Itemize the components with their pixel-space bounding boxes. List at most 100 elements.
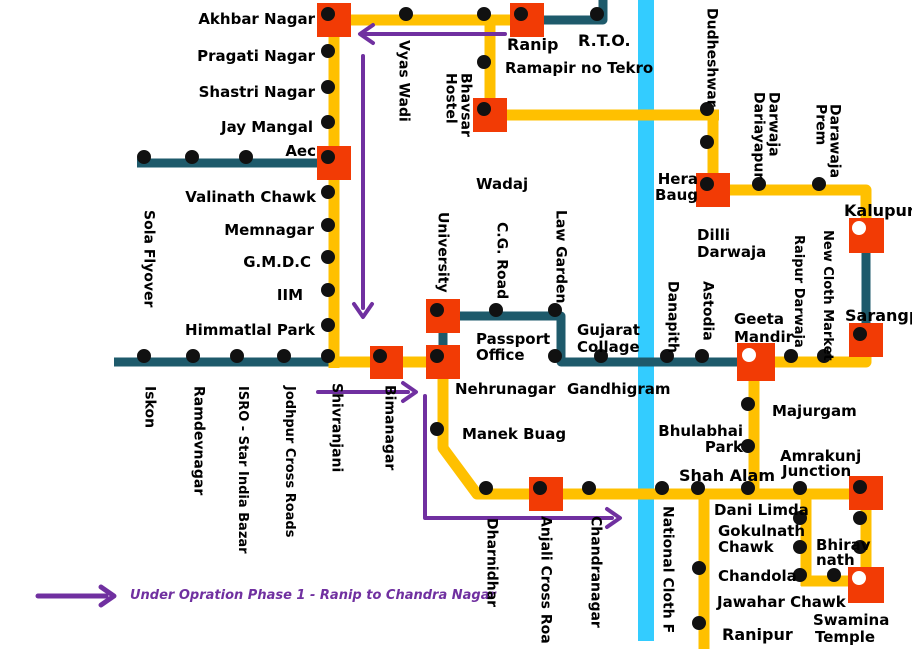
label-dharnidhar: Dharnidhar <box>483 518 500 608</box>
station-geeta-mandir <box>742 348 756 362</box>
legend-text: Under Opration Phase 1 - Ranip to Chandr… <box>130 587 496 603</box>
label-university: University <box>434 212 451 293</box>
label-pragati-nagar: Pragati Nagar <box>197 47 315 65</box>
label-new-cloth-market: New Cloth Market <box>820 230 836 361</box>
label-chandola: Chandola <box>718 567 797 585</box>
label-shah-alam: Shah Alam <box>679 466 776 486</box>
label-wadaj: Wadaj <box>476 175 529 193</box>
station-jawahar-chawk <box>793 568 807 582</box>
station-himmatlal-park <box>321 318 335 332</box>
station-pragati-nagar <box>321 44 335 58</box>
label-bimanagar: Bimanagar <box>381 385 398 471</box>
station-danapith <box>660 349 674 363</box>
station-university <box>430 303 444 317</box>
station-stop-east-4 <box>853 511 867 525</box>
label-hostel: Hostel <box>442 73 459 124</box>
station-ranipur <box>692 616 706 630</box>
label-astodia: Astodia <box>699 281 716 341</box>
station-swamina-temple <box>852 571 866 585</box>
arrow-shivranjani-right-head-icon <box>401 381 418 403</box>
station-nehrunagar <box>430 349 444 363</box>
station-stop-east-3 <box>827 568 841 582</box>
arrow-akhbar-down-head-icon <box>352 302 374 319</box>
label-anjali-cross-roa: Anjali Cross Roa <box>537 516 554 644</box>
station-bhavsar-hostel <box>477 102 491 116</box>
station-shastri-nagar <box>321 80 335 94</box>
label-geeta: Geeta <box>734 310 784 328</box>
line-yellow-dilli-row-kalupur <box>708 184 872 242</box>
label-nehrunagar: Nehrunagar <box>455 380 556 398</box>
station-ranip <box>514 7 528 21</box>
label-kalupur: Kalupur <box>844 201 912 221</box>
station-jodhpur-cross-roads <box>277 349 291 363</box>
station-dilli-darwaja <box>700 177 714 191</box>
station-chandola <box>692 561 706 575</box>
arrow-ranip-to-akhbar-head-icon <box>358 23 375 45</box>
label-baug: Baug <box>655 186 698 204</box>
label-gandhigram: Gandhigram <box>567 380 671 398</box>
label-temple: Temple <box>815 628 876 646</box>
station-aec-west-stop-2 <box>185 150 199 164</box>
station-kalupur <box>852 221 866 235</box>
label-iim: IIM <box>276 286 303 304</box>
label-bhavsar: Bhavsar <box>457 73 474 137</box>
label-himmatlal-park: Himmatlal Park <box>185 321 315 339</box>
station-bhulabhai-park <box>741 439 755 453</box>
station-iskon <box>137 349 151 363</box>
station-cg-road-passport-office <box>489 303 503 317</box>
arrow-to-chandra-nagar <box>423 394 614 520</box>
label-valinath-chawk: Valinath Chawk <box>185 188 316 206</box>
station-shivranjani <box>321 349 335 363</box>
label-gokulnath: Gokulnath <box>718 522 806 540</box>
label-majurgam: Majurgam <box>772 402 857 420</box>
station-valinath-chawk <box>321 185 335 199</box>
label-passport: Passport <box>476 330 551 348</box>
station-new-cloth-market <box>817 349 831 363</box>
station-majurgam <box>741 397 755 411</box>
station-vyas-wadi <box>399 7 413 21</box>
label-ranip: Ranip <box>507 35 559 55</box>
station-dani-limda <box>741 481 755 495</box>
interchange-geeta-mandir <box>737 343 775 381</box>
label-chawk: Chawk <box>718 538 774 556</box>
station-stop-east-1 <box>793 511 807 525</box>
label-r-t-o: R.T.O. <box>578 31 631 51</box>
label-collage: Collage <box>577 338 640 356</box>
station-jay-mangal <box>321 115 335 129</box>
label-shastri-nagar: Shastri Nagar <box>198 83 315 101</box>
station-rto <box>590 7 604 21</box>
station-shah-alam <box>691 481 705 495</box>
label-ramapir-no-tekro: Ramapir no Tekro <box>505 59 654 77</box>
label-vyas-wadi: Vyas Wadi <box>395 40 412 122</box>
station-dharnidhar <box>479 481 493 495</box>
station-dariayapur-darwaja <box>752 177 766 191</box>
label-dariayapur: Dariayapur <box>750 92 767 180</box>
station-stop-east-2 <box>793 540 807 554</box>
label-junction: Junction <box>782 462 852 480</box>
label-darawaja: Darawaja <box>826 104 843 179</box>
station-aec <box>321 150 335 164</box>
station-isro-star-india-bazar <box>230 349 244 363</box>
station-aec-west-stop-3 <box>239 150 253 164</box>
label-hera: Hera <box>657 170 698 188</box>
label-bhirav: Bhirav <box>816 536 871 554</box>
station-prem-darawaja <box>812 177 826 191</box>
station-dudheshwar <box>700 102 714 116</box>
station-bhirav-nath <box>853 540 867 554</box>
label-aec: Aec <box>285 142 316 160</box>
label-mandir: Mandir <box>734 328 794 346</box>
label-dilli: Dilli <box>697 226 731 244</box>
station-amrakunj-junction <box>853 480 867 494</box>
station-ramapir-no-tekro <box>477 55 491 69</box>
label-amrakunj: Amrakunj <box>780 447 862 465</box>
label-chandranagar: Chandranagar <box>587 516 604 628</box>
label-shivranjani: Shivranjani <box>328 383 345 473</box>
arrow-legend-head-icon <box>98 584 117 608</box>
arrow-to-chandra-nagar-head-icon <box>605 507 622 529</box>
station-raipur-darwaja <box>784 349 798 363</box>
label-gujarat: Gujarat <box>577 321 640 339</box>
label-sola-flyover: Sola Flyover <box>140 210 157 308</box>
station-sarangpur <box>853 327 867 341</box>
station-gokulnath-chawk <box>793 481 807 495</box>
